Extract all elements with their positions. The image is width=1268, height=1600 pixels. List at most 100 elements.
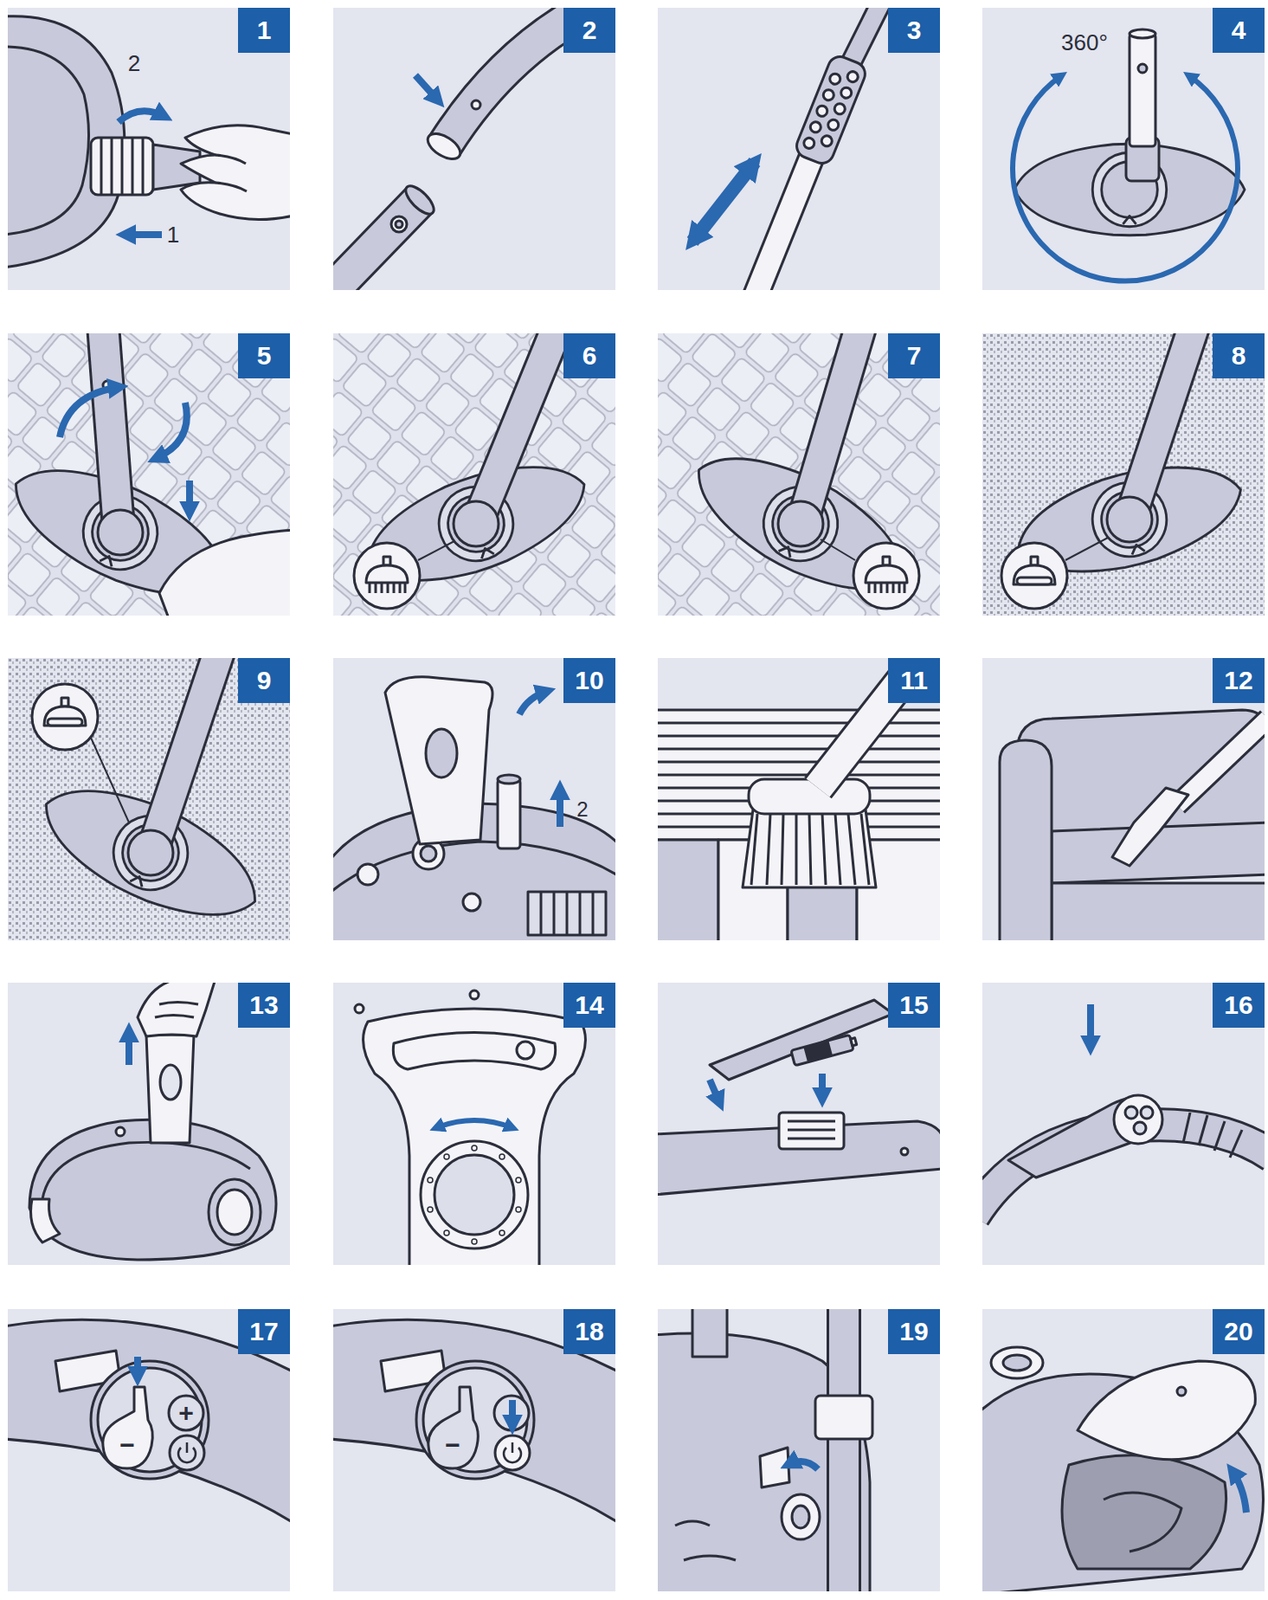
telescopic-tube-illustration-part [692, 161, 755, 242]
lid-open-illustration-part [1003, 1354, 1031, 1371]
step-number-box: 5 [238, 333, 290, 379]
power-button-illustration-part [508, 1399, 516, 1427]
handle-tube-holder-illustration-part [497, 774, 521, 784]
hard-floor-brush-illustration-part [820, 539, 856, 560]
nozzle-foot-switch-illustration-part [102, 333, 119, 528]
step-number-box: 11 [888, 657, 940, 703]
dusting-brush-illustration-part [751, 813, 869, 885]
battery-insert-illustration-part [818, 1073, 826, 1100]
telescopic-tube-illustration-part-part [839, 85, 854, 100]
suction-dial-illustration-part [420, 1140, 528, 1249]
handle-control-illustration-part [1183, 1112, 1243, 1158]
battery-insert-illustration-part-part [791, 1034, 854, 1066]
carry-handle-illustration [7, 982, 290, 1265]
hard-floor-brush-illustration-part [865, 556, 908, 593]
handle-tube-holder-illustration-part [556, 787, 564, 827]
step-number: 5 [257, 342, 272, 369]
suction-dial-illustration-part [516, 1041, 535, 1059]
arrow-step-number: 1 [167, 223, 180, 246]
suction-dial-illustration-part-part [499, 1153, 505, 1159]
battery-insert-illustration-part [709, 1079, 721, 1104]
carry-handle-illustration-part [137, 982, 216, 1037]
lid-open-illustration-part [1177, 1386, 1186, 1396]
handle-tube-holder-illustration-part [497, 778, 521, 849]
nozzle-foot-switch-illustration-part [59, 386, 121, 438]
hard-floor-brush-illustration-part [853, 542, 920, 609]
tube-parking-illustration-part [759, 1447, 790, 1487]
suction-dial-illustration-part [354, 1004, 364, 1013]
hard-floor-brush-illustration-part [453, 501, 499, 547]
step-number: 7 [907, 342, 922, 369]
hose-connect-illustration-part [215, 154, 247, 192]
step-number: 8 [1231, 342, 1247, 369]
carpet-nozzle-illustration-part [982, 333, 1265, 616]
carpet-nozzle-illustration-part [1001, 542, 1068, 609]
suction-dial-illustration-part-part [444, 1229, 450, 1236]
carpet-nozzle-illustration [982, 333, 1265, 616]
button-symbol: − [119, 1431, 136, 1458]
handle-tube-holder-illustration-part [463, 893, 481, 911]
telescopic-tube-illustration-part-part [792, 52, 869, 167]
carry-handle-illustration-part [217, 1189, 252, 1235]
tube-parking-illustration-part [826, 1308, 862, 1591]
step-number: 15 [899, 991, 928, 1018]
step-number-box: 6 [563, 333, 616, 379]
tube-parking-illustration-part [815, 1395, 873, 1439]
suction-button-illustration-part [168, 1395, 204, 1430]
carry-handle-illustration-part [115, 1126, 125, 1136]
handle-tube-holder-illustration-part [540, 891, 593, 935]
suction-button-illustration-part [134, 1356, 142, 1378]
hard-floor-brush-illustration-part [677, 429, 924, 616]
hard-floor-brush-illustration-part [354, 542, 420, 609]
carpet-nozzle-illustration [7, 657, 290, 940]
tube-join-illustration-part [444, 7, 616, 147]
hard-floor-brush-illustration-part [478, 333, 559, 520]
button-symbol: − [444, 1431, 461, 1458]
hard-floor-brush-illustration [333, 333, 616, 616]
step-number-box: 10 [563, 657, 616, 703]
handle-control-illustration [982, 982, 1265, 1265]
tube-join-illustration-part [423, 128, 464, 165]
step-number: 16 [1223, 991, 1253, 1018]
carpet-nozzle-illustration-part [1013, 556, 1056, 585]
hose-connect-illustration-part [90, 137, 154, 195]
suction-dial-illustration-part-part [444, 1153, 450, 1159]
suction-button-illustration-part [178, 1441, 196, 1462]
telescopic-tube-illustration-part-part [819, 134, 834, 149]
battery-insert-illustration-part [787, 1120, 836, 1139]
handle-control-illustration-part [1113, 1094, 1163, 1144]
suction-dial-illustration-part [392, 1032, 555, 1070]
telescopic-tube-illustration-part-part [828, 71, 843, 86]
hard-floor-brush-illustration-part [803, 333, 862, 520]
battery-insert-illustration-part [901, 1147, 908, 1155]
hose-connect-illustration [7, 7, 290, 290]
tube-parking-illustration-part [787, 1461, 818, 1469]
carry-handle-illustration-part [208, 1178, 261, 1245]
suction-dial-illustration [333, 982, 616, 1265]
suction-dial-illustration-part-part [515, 1206, 522, 1212]
handle-control-illustration-part [1133, 1121, 1146, 1134]
telescopic-tube-illustration-part-part [821, 88, 836, 103]
telescopic-tube-illustration-part [792, 52, 869, 167]
suction-dial-illustration-part [363, 1008, 586, 1265]
step-number-box: 14 [563, 982, 616, 1028]
carry-handle-illustration-part [154, 1002, 199, 1018]
handle-tube-holder-illustration [333, 657, 616, 940]
battery-insert-illustration-part-part [803, 1040, 833, 1063]
button-symbol: + [178, 1399, 194, 1426]
tube-join-illustration-part [395, 220, 403, 228]
dusting-brush-illustration [657, 657, 940, 940]
carpet-nozzle-illustration-part [1131, 333, 1195, 515]
step-number-box: 1 [238, 7, 290, 53]
step-number: 13 [249, 991, 278, 1018]
power-button-illustration-part [416, 1360, 535, 1479]
hard-floor-brush-illustration [657, 333, 940, 616]
suction-dial-illustration-part-part [427, 1177, 433, 1183]
crevice-tool-illustration [982, 657, 1265, 940]
telescopic-tube-illustration [657, 7, 940, 290]
step-number: 18 [574, 1318, 604, 1345]
nozzle-foot-switch-illustration-part [102, 333, 119, 528]
handle-tube-holder-illustration-part [385, 676, 493, 844]
